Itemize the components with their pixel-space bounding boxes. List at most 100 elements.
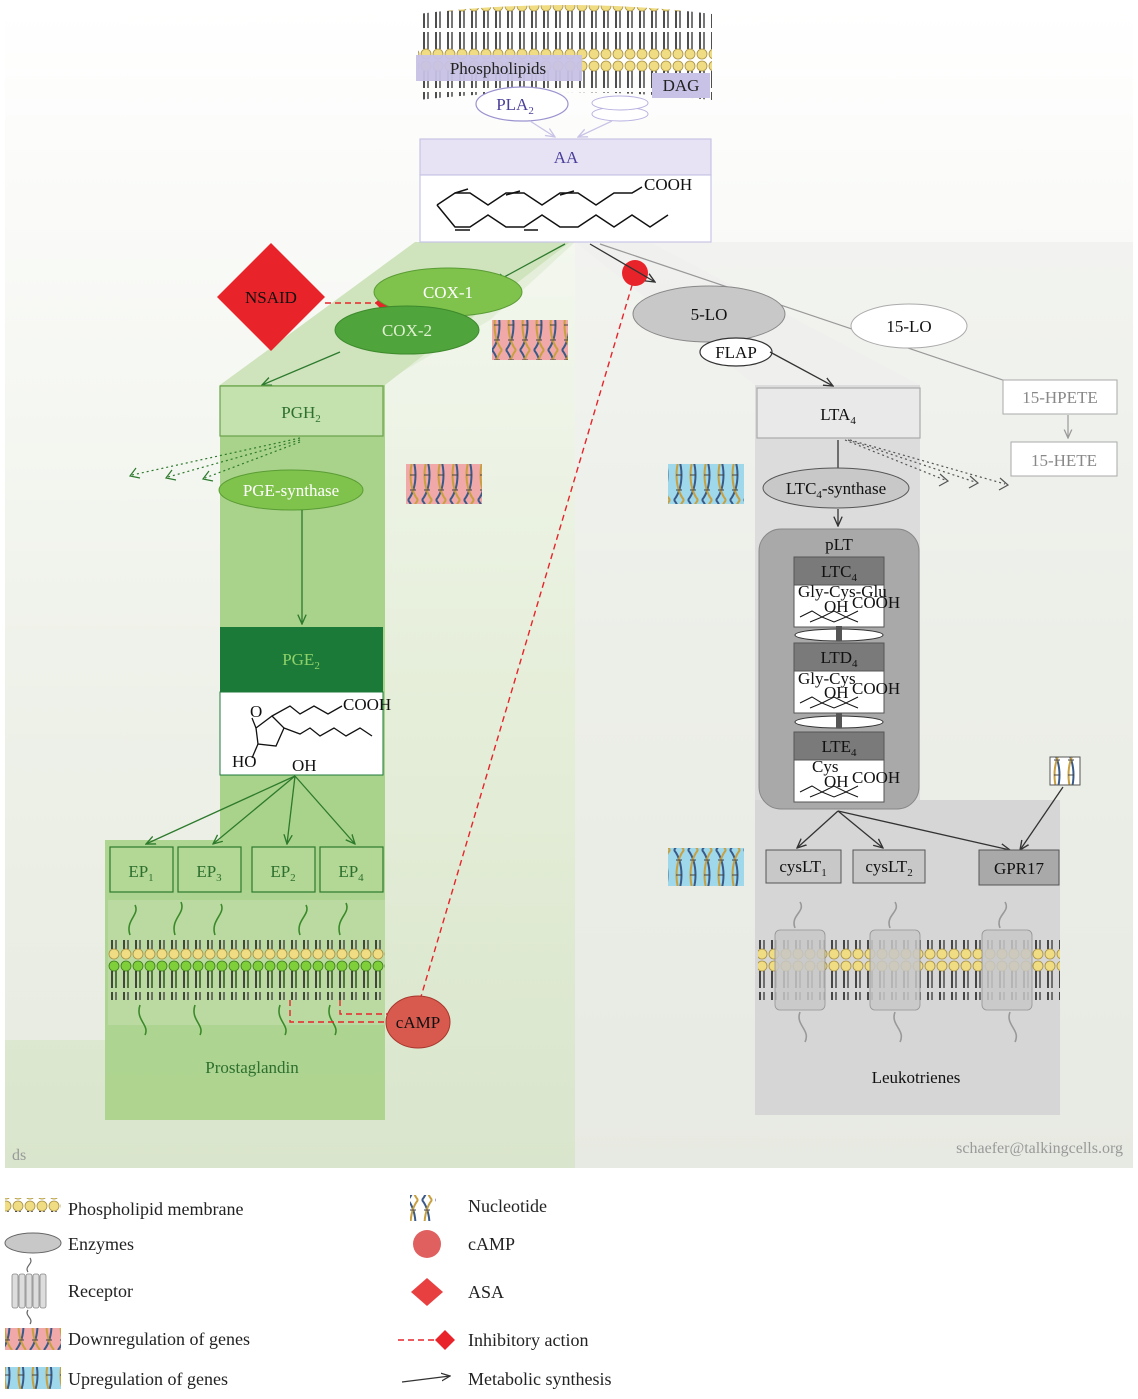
legend-label-7: ASA	[468, 1282, 504, 1302]
svg-text:LTC4-synthase: LTC4-synthase	[786, 479, 886, 501]
hete-box	[1010, 441, 1118, 477]
metabolic-synthesis-icon	[401, 1376, 450, 1383]
camp-inhibition-line	[419, 281, 634, 1001]
camp-link-2	[339, 1000, 388, 1015]
footer-right: schaefer@talkingcells.org	[956, 1140, 1123, 1157]
svg-text:COOH: COOH	[852, 768, 900, 787]
downregulation-icon	[5, 1328, 61, 1350]
legend-label-6: cAMP	[468, 1234, 515, 1254]
legend-label-9: Metabolic synthesis	[468, 1369, 611, 1389]
pge2-label: PGE	[282, 650, 314, 669]
cyslt2-label: cysLT	[865, 857, 907, 876]
left-cell-membrane	[108, 940, 385, 1000]
ep-receptor-tails	[128, 901, 348, 1036]
camp-icon	[413, 1230, 441, 1258]
pgh2-label: PGH	[281, 403, 315, 422]
svg-text:EP3: EP3	[196, 862, 222, 884]
ltc4-box	[793, 556, 885, 586]
cyslt-receptor-bundles	[774, 929, 1033, 1011]
ep4-receptor	[319, 846, 384, 893]
lta4-dotted-arrows	[844, 439, 1006, 485]
lo15-enzyme	[850, 303, 968, 349]
ep2-receptor	[251, 846, 316, 893]
svg-text:LTD4: LTD4	[821, 648, 859, 670]
svg-text:COOH: COOH	[852, 679, 900, 698]
plt-label: pLT	[825, 535, 853, 554]
phospholipids-label: Phospholipids	[450, 59, 546, 78]
pla2-label: PLA	[496, 95, 529, 114]
downregulation-dna-icon	[492, 320, 568, 360]
aa-structure-box	[419, 174, 712, 243]
ep1-label: EP	[128, 862, 148, 881]
legend-label-0: Phospholipid membrane	[68, 1199, 243, 1219]
ep3-receptor	[177, 846, 242, 893]
gpr17-label: GPR17	[994, 859, 1045, 878]
camp-inhibition-head	[622, 260, 648, 286]
camp-label: cAMP	[396, 1013, 440, 1032]
cyslt1-label: cysLT	[779, 857, 821, 876]
cox1-label: COX-1	[423, 283, 473, 302]
lta4-box	[756, 387, 921, 439]
svg-text:EP2: EP2	[270, 862, 295, 884]
svg-text:OH: OH	[824, 772, 849, 791]
svg-text:COOH: COOH	[852, 593, 900, 612]
aa-header	[419, 138, 712, 176]
legend-label-4: Upregulation of genes	[68, 1369, 228, 1389]
ltc4-chem-label: Gly-Cys-Glu	[798, 582, 887, 601]
flap-protein	[699, 337, 773, 367]
lte4-chem-label: Cys	[812, 757, 838, 776]
svg-text:cysLT2: cysLT2	[865, 857, 912, 879]
legend-label-2: Receptor	[68, 1281, 133, 1301]
receptor-icon	[11, 1257, 47, 1325]
aa-structure	[436, 186, 669, 231]
ltc4-label: LTC	[821, 562, 852, 581]
lta4-label: LTA	[820, 405, 851, 424]
pgh2-dotted-arrows	[131, 437, 301, 479]
lte4-label: LTE	[821, 737, 851, 756]
nsaid-diamond	[217, 243, 325, 351]
ep4-label: EP	[338, 862, 358, 881]
ltd4-chem-label: Gly-Cys	[798, 669, 856, 688]
svg-text:OH: OH	[824, 683, 849, 702]
dag-label: DAG	[663, 76, 700, 95]
ep1-receptor	[109, 846, 174, 893]
legend-label-8: Inhibitory action	[468, 1330, 588, 1350]
lte4-box	[793, 731, 885, 761]
camp-circle	[385, 995, 451, 1049]
cyslt2-receptor	[852, 849, 926, 884]
pge2-o: O	[250, 702, 262, 721]
svg-text:PLA2: PLA2	[496, 95, 534, 117]
pla2-enzyme	[475, 86, 569, 122]
ltd4-box	[793, 642, 885, 672]
svg-text:LTE4: LTE4	[821, 737, 857, 759]
camp-link-1	[289, 1000, 388, 1023]
svg-text:EP4: EP4	[338, 862, 364, 884]
downregulation-dna-icon-2	[406, 464, 482, 504]
pge-synthase-enzyme	[218, 469, 364, 511]
svg-text:PGE2: PGE2	[282, 650, 320, 672]
ltc4-synthase-enzyme	[762, 467, 910, 509]
aa-label: AA	[554, 148, 579, 167]
dag-box	[652, 73, 710, 98]
ep3-label: EP	[196, 862, 216, 881]
nucleotide-icon	[1049, 756, 1081, 786]
svg-text:LTA4: LTA4	[820, 405, 856, 427]
upregulation-icon	[5, 1367, 61, 1389]
ltd4-label: LTD	[821, 648, 853, 667]
svg-text:LTC4: LTC4	[821, 562, 858, 584]
footer-left: ds	[12, 1147, 26, 1164]
asa-icon	[411, 1278, 443, 1306]
pge2-oh: OH	[292, 756, 317, 775]
legend-label-1: Enzymes	[68, 1234, 134, 1254]
ltc4-synthase-label: LTC	[786, 479, 817, 498]
hete-label: 15-HETE	[1031, 451, 1097, 470]
nsaid-label: NSAID	[245, 288, 297, 307]
legend: Phospholipid membrane Enzymes Receptor D…	[4, 1195, 611, 1389]
cyslt1-receptor	[765, 849, 842, 884]
phospholipids-box	[416, 55, 582, 81]
pge2-cooh: COOH	[343, 695, 391, 714]
prostaglandin-label: Prostaglandin	[205, 1058, 299, 1077]
pge-synthase-label: PGE-synthase	[243, 481, 339, 500]
lo5-label: 5-LO	[691, 305, 728, 324]
